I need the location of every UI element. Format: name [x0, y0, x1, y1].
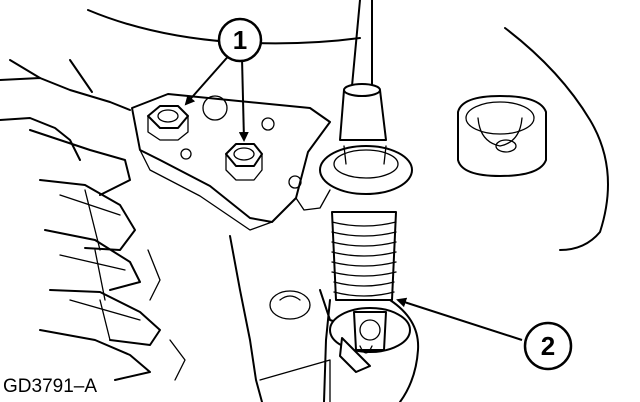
- housing-boss: [457, 95, 547, 177]
- callout-1-leader-b: [238, 57, 249, 142]
- callout-2-number: 2: [541, 331, 555, 361]
- callout-1-leader-a: [184, 51, 233, 106]
- lever-pivot: [329, 307, 411, 373]
- cable: [351, 0, 373, 87]
- callout-1: 1: [217, 17, 263, 63]
- figure-id: GD3791–A: [3, 376, 98, 397]
- callout-2-leader: [396, 297, 523, 341]
- cable-fitting: [319, 83, 413, 195]
- housing-outline-right: [504, 27, 609, 251]
- callout-1-number: 1: [233, 25, 247, 55]
- callout-2: 2: [523, 321, 573, 371]
- engine-block-left: [0, 59, 161, 381]
- bracket-bolt-upper: [147, 105, 189, 141]
- bracket-bolt-lower: [225, 143, 263, 181]
